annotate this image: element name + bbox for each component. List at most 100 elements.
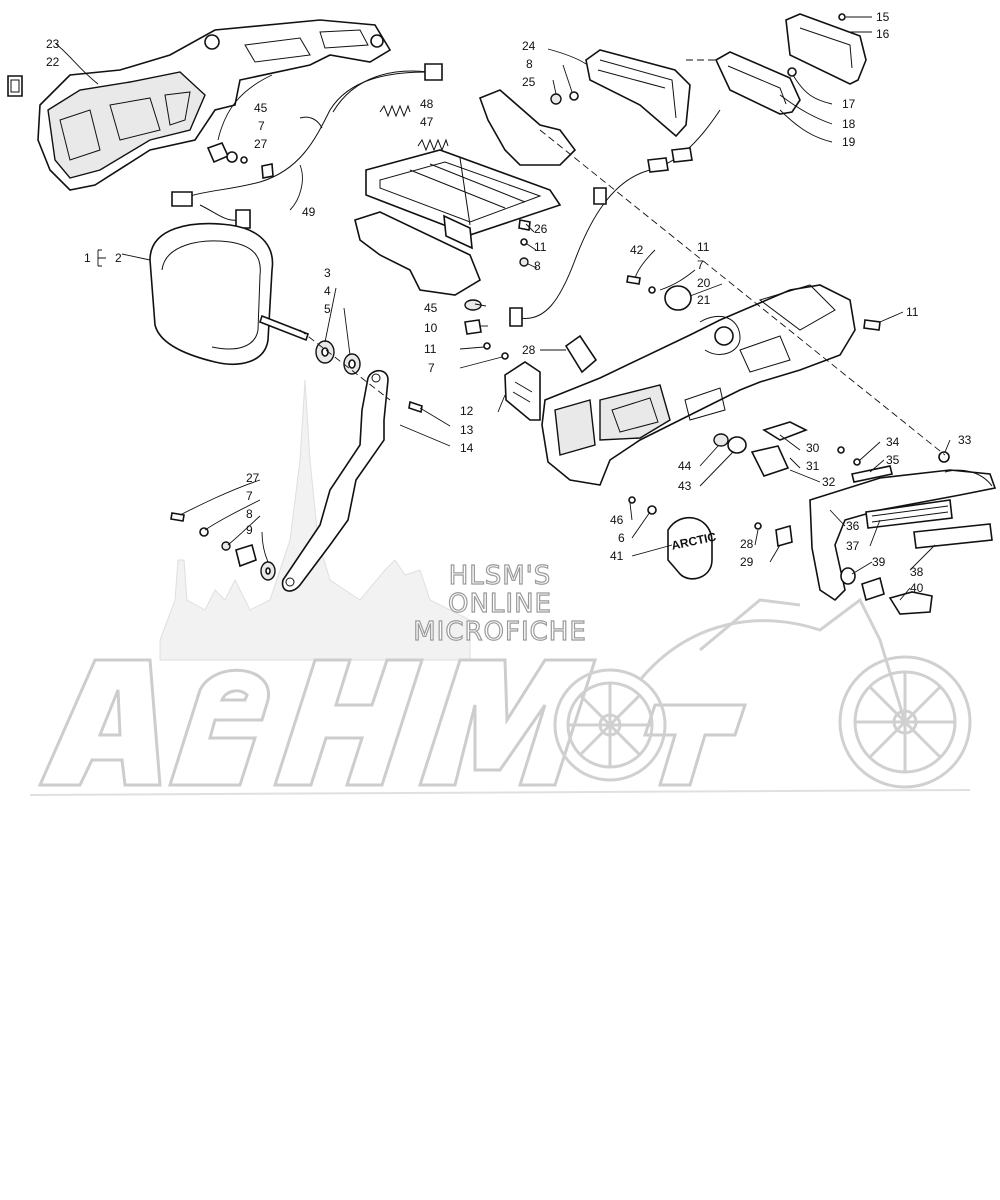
bolt-11-far-right [863,319,881,331]
bracket-35 [851,465,893,483]
callout-11-far-right: 11 [906,305,919,319]
callout-33: 33 [958,433,972,447]
backrest-pad [149,222,309,365]
wiring-harness [171,63,443,229]
side-cover-12 [504,361,541,421]
footrest-pad-38 [913,523,993,549]
decal-41: ARCTIC [667,516,718,580]
peg-40 [861,576,885,602]
washer-39 [840,567,856,585]
callout-31: 31 [806,459,820,473]
callout-11-left: 11 [424,342,437,356]
callout-10: 10 [424,321,438,335]
watermark-wheel-left [553,668,667,782]
callout-7-left: 7 [428,361,435,375]
watermark-ground-line [29,789,971,796]
watermark-line-2: ONLINE [447,589,552,619]
washer-44 [713,433,729,447]
callout-27-upper: 27 [254,137,268,151]
plate-32 [750,445,790,477]
watermark-graphic [29,379,972,796]
bolt-26 [518,219,531,231]
callout-9: 9 [246,523,253,537]
callout-45-center: 45 [424,301,438,315]
washer-8-top [569,91,579,101]
clip-29 [775,524,793,548]
callout-19: 19 [842,135,856,149]
watermark-line-1: HLSM'S [448,561,552,591]
peg-pad-40 [888,591,933,615]
callout-24: 24 [522,39,536,53]
callout-20: 20 [697,276,711,290]
right-side-frame [541,284,856,486]
callout-41: 41 [610,549,624,563]
callout-49: 49 [302,205,316,219]
washer-33 [938,451,950,463]
bracket-28-upper [564,334,598,374]
washer-43 [727,436,747,454]
springs [379,104,449,152]
watermark-text: HLSM'S ONLINE MICROFICHE [400,561,600,647]
callout-7-upper: 7 [258,119,265,133]
nut-10 [464,319,482,335]
callout-3: 3 [324,266,331,280]
callout-5: 5 [324,302,331,316]
callout-36: 36 [846,519,860,533]
bolt-11-right [626,275,641,285]
callout-23: 23 [46,37,60,51]
backrest-upright [281,369,389,592]
callout-26: 26 [534,222,548,236]
callout-37: 37 [846,539,860,553]
callout-39: 39 [872,555,886,569]
callout-8-lower: 8 [246,507,253,521]
callout-40: 40 [910,581,924,595]
callout-32: 32 [822,475,836,489]
leader-lines [55,16,951,601]
callout-7-right: 7 [697,258,704,272]
hardware-cluster-upper-left [206,142,274,179]
reflector-20-21 [664,285,692,311]
callout-42: 42 [630,243,644,257]
left-side-frame [7,19,392,191]
callout-48: 48 [420,97,434,111]
nut-25 [550,93,562,105]
callout-16: 16 [876,27,890,41]
watermark-brand-letters [37,658,748,787]
tail-light-housing [714,13,867,115]
luggage-rack [354,89,577,296]
footrest-pad-37 [865,499,953,529]
callout-28-upper: 28 [522,343,536,357]
callout-14: 14 [460,441,474,455]
watermark-motorcycle-frame [638,597,907,723]
callout-6: 6 [618,531,625,545]
watermark-line-3: MICROFICHE [413,617,587,647]
callout-labels: 23 22 1 2 45 7 27 49 48 47 24 8 25 15 16… [46,10,972,595]
callout-21: 21 [697,293,711,307]
callout-12: 12 [460,404,474,418]
callout-38: 38 [910,565,924,579]
callout-35: 35 [886,453,900,467]
bolt-13 [408,400,423,414]
callout-8-top: 8 [526,57,533,71]
wiring-lead-42 [509,109,721,327]
callout-4: 4 [324,284,331,298]
callout-11-center: 11 [534,240,547,254]
callout-2: 2 [115,251,122,265]
callout-22: 22 [46,55,60,69]
callout-18: 18 [842,117,856,131]
callout-29: 29 [740,555,754,569]
callout-46: 46 [610,513,624,527]
callout-8-center: 8 [534,259,541,273]
callout-34: 34 [886,435,900,449]
callout-1: 1 [84,251,91,265]
callout-30: 30 [806,441,820,455]
callout-44: 44 [678,459,692,473]
tail-light-lens [585,49,691,138]
callout-43: 43 [678,479,692,493]
callout-47: 47 [420,115,434,129]
callout-7-lower: 7 [246,489,253,503]
callout-11-right: 11 [697,240,710,254]
plate-30 [762,421,808,441]
callout-45-upper: 45 [254,101,268,115]
